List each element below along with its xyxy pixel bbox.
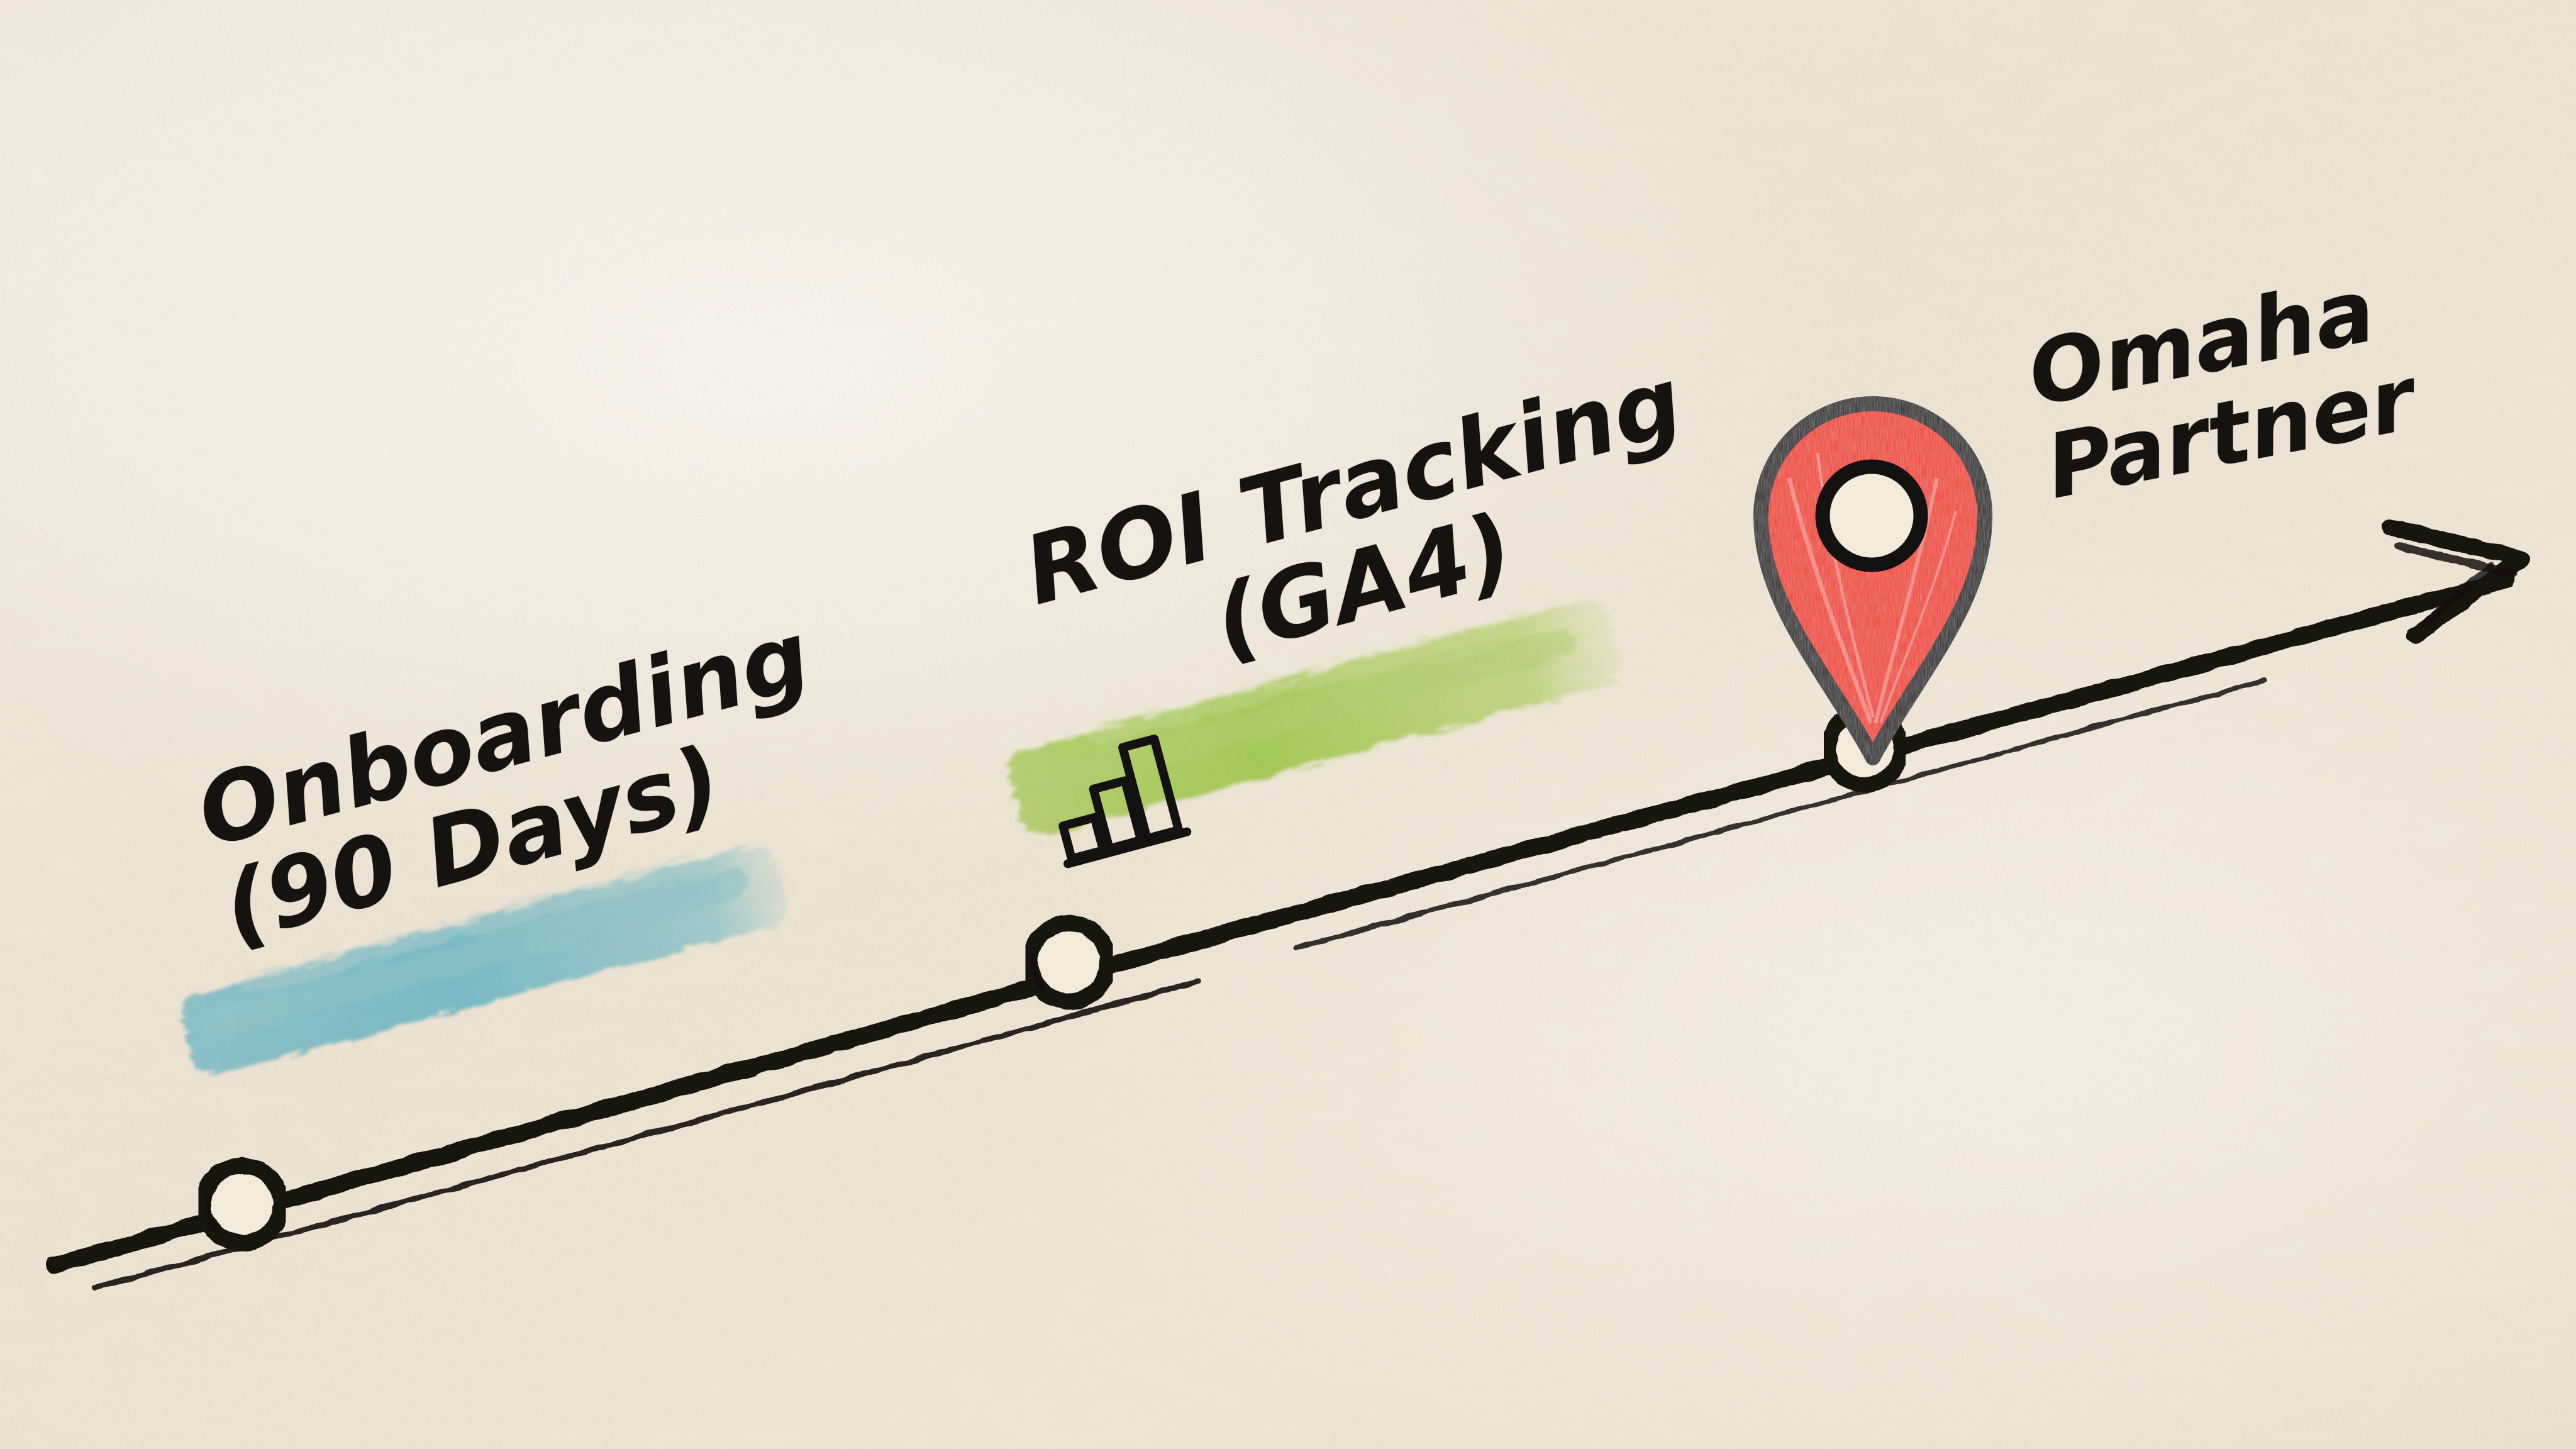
arrow-head-icon [2390, 527, 2522, 635]
timeline-line [54, 580, 2506, 1288]
milestone-node-roi[interactable] [1030, 923, 1108, 1001]
milestone-node-onboarding[interactable] [203, 1165, 281, 1243]
map-pin-icon [1761, 404, 1985, 758]
